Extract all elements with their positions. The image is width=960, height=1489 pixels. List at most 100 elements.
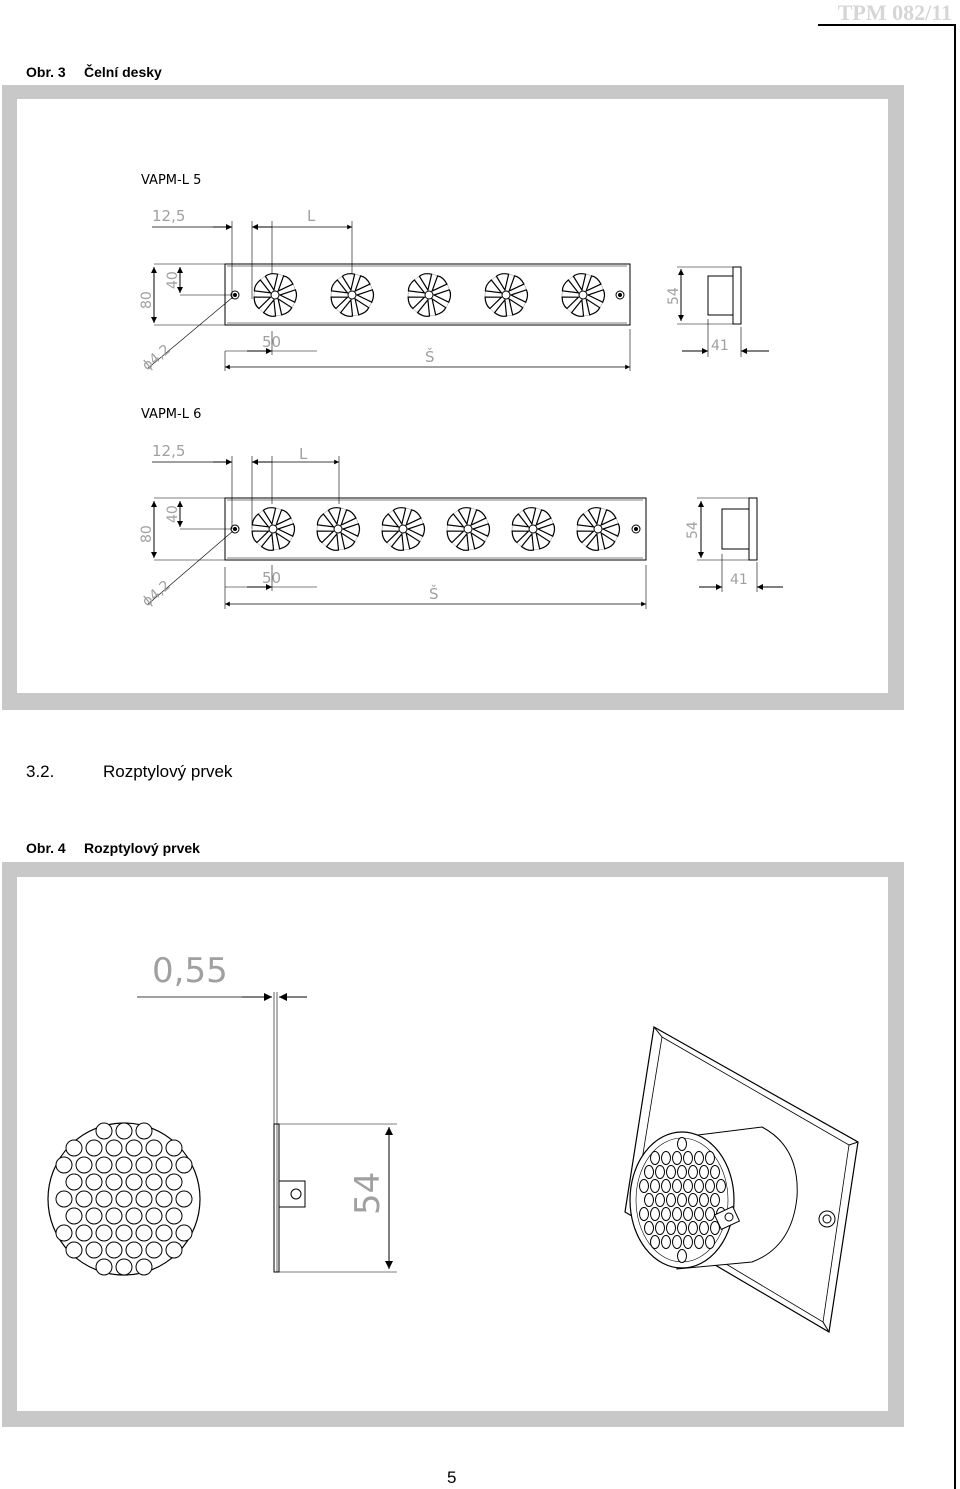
vapm5-dim-half-height: 40 <box>165 271 181 289</box>
perforation-hole <box>125 1139 143 1157</box>
section-number: 3.2. <box>26 762 55 781</box>
perforation-hole <box>145 1207 163 1225</box>
diffuser-icon <box>511 507 556 551</box>
perforation-hole <box>710 1165 720 1179</box>
perforation-hole <box>85 1241 103 1259</box>
vapm6-dim-height: 80 <box>139 525 155 543</box>
vapm5-title: VAPM-L 5 <box>141 173 201 188</box>
perforation-hole <box>165 1139 183 1157</box>
section-title: Rozptylový prvek <box>103 762 233 781</box>
figure4-drawing: 0,55 54 <box>47 951 859 1333</box>
diffuser-icon <box>484 273 529 317</box>
vapm5-dim-depth-w: 41 <box>711 338 729 354</box>
perforation-hole <box>688 1193 698 1207</box>
vapm6-dim-hole: ϕ4,2 <box>139 578 173 611</box>
figure3-drawing: VAPM-L 5 12,5 L 80 40 <box>139 173 783 611</box>
diffuser-icon <box>446 507 491 551</box>
perforation-hole <box>105 1139 123 1157</box>
figure3-caption-text: Čelní desky <box>84 64 162 80</box>
perforation-hole <box>639 1207 649 1221</box>
perforation-hole <box>688 1165 698 1179</box>
perforation-hole <box>644 1165 654 1179</box>
vapm5-diffusers <box>253 273 606 317</box>
perforation-hole <box>95 1258 113 1276</box>
perforation-hole <box>125 1241 143 1259</box>
perforation-hole <box>75 1190 93 1208</box>
vapm6-dim-depth-h: 54 <box>685 521 701 539</box>
perforation-hole <box>655 1193 665 1207</box>
perforation-hole <box>95 1224 113 1242</box>
perforation-hole <box>694 1235 704 1249</box>
perforation-hole <box>683 1151 693 1165</box>
perforation-hole <box>677 1221 687 1235</box>
perforation-hole <box>666 1165 676 1179</box>
perforation-hole <box>699 1221 709 1235</box>
vapm6-dim-spacing: 50 <box>262 569 281 587</box>
perforation-hole <box>655 1221 665 1235</box>
perforation-hole <box>644 1193 654 1207</box>
perforation-hole <box>105 1173 123 1191</box>
perforation-hole <box>672 1151 682 1165</box>
figure4-drawing-area: 0,55 54 <box>17 877 888 1411</box>
perforation-hole <box>65 1139 83 1157</box>
vapm5-dim-hole: ϕ4,2 <box>139 342 173 375</box>
perforation-hole <box>672 1235 682 1249</box>
section-heading: 3.2. Rozptylový prvek <box>26 762 232 782</box>
perforation-hole <box>105 1207 123 1225</box>
page-border-right <box>954 24 956 1489</box>
vapm5-dim-pitch: 12,5 <box>152 207 185 225</box>
perforation-hole <box>155 1224 173 1242</box>
perforation-hole <box>115 1258 133 1276</box>
perforation-hole <box>145 1173 163 1191</box>
perforated-disc-front <box>47 1122 201 1276</box>
perforation-hole <box>694 1151 704 1165</box>
perforation-hole <box>705 1235 715 1249</box>
vapm6-diffusers <box>251 507 621 551</box>
perforation-hole <box>716 1179 726 1193</box>
vapm6-dim-pitch: 12,5 <box>152 442 185 460</box>
perforation-hole <box>155 1156 173 1174</box>
perforation-hole <box>95 1156 113 1174</box>
perforation-hole <box>165 1241 183 1259</box>
perforation-hole <box>115 1156 133 1174</box>
perforation-hole <box>75 1224 93 1242</box>
figure4-caption-text: Rozptylový prvek <box>84 840 200 856</box>
diffuser-icon <box>330 273 375 317</box>
perforation-hole <box>155 1190 173 1208</box>
perforation-hole <box>705 1207 715 1221</box>
perforation-hole <box>710 1193 720 1207</box>
perforation-hole <box>175 1224 193 1242</box>
perforation-hole <box>666 1193 676 1207</box>
perforation-hole <box>115 1224 133 1242</box>
vapm6-dim-half-height: 40 <box>165 505 181 523</box>
perforation-hole <box>65 1173 83 1191</box>
perforation-hole <box>105 1241 123 1259</box>
perforation-hole <box>85 1173 103 1191</box>
perforation-hole <box>85 1207 103 1225</box>
figure4-panel: 0,55 54 <box>2 862 904 1427</box>
perforation-hole <box>55 1224 73 1242</box>
vapm5-dim-length: L <box>307 207 316 225</box>
perforation-hole <box>644 1221 654 1235</box>
perforated-disc-isometric <box>639 1137 726 1263</box>
vapm6-dim-length: L <box>299 445 308 463</box>
perforation-hole <box>75 1156 93 1174</box>
perforation-hole <box>135 1156 153 1174</box>
perforation-hole <box>135 1190 153 1208</box>
perforation-hole <box>165 1207 183 1225</box>
perforation-hole <box>650 1151 660 1165</box>
vapm5-dim-depth-h: 54 <box>666 287 682 305</box>
diffuser-icon <box>251 507 296 551</box>
perforation-hole <box>677 1137 687 1151</box>
diffuser-icon <box>576 507 621 551</box>
perforation-hole <box>115 1190 133 1208</box>
perforation-hole <box>677 1165 687 1179</box>
vapm5-dim-width: Š <box>425 347 435 366</box>
vapm5-dim-height: 80 <box>139 291 155 309</box>
perforation-hole <box>699 1165 709 1179</box>
document-code: TPM 082/11 <box>837 0 952 25</box>
figure4-dim-height: 54 <box>348 1172 388 1215</box>
perforation-hole <box>661 1179 671 1193</box>
